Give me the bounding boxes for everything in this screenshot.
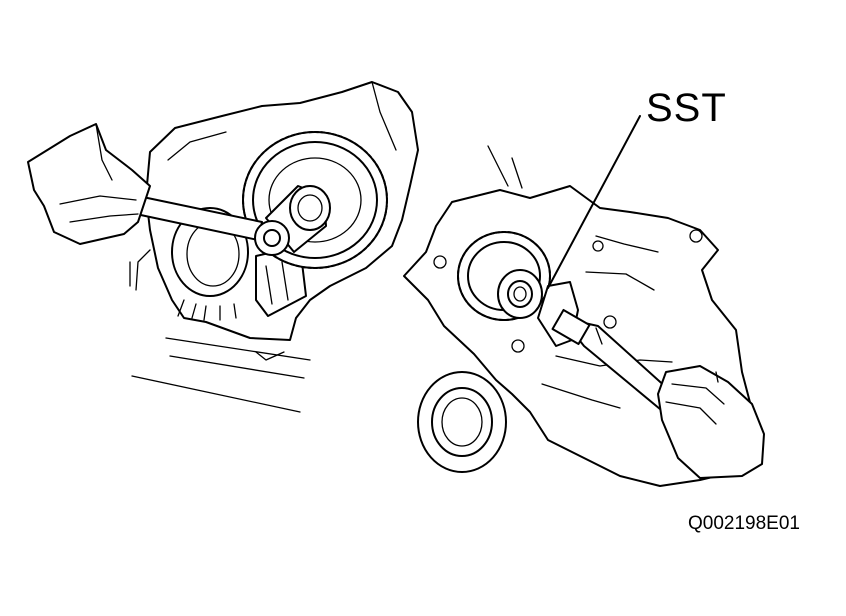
left-hand bbox=[27, 123, 151, 245]
sst-tool bbox=[537, 281, 679, 415]
right-assembly bbox=[403, 115, 765, 487]
sst-callout-label: SST bbox=[646, 86, 727, 130]
right-lower-bearing bbox=[417, 371, 507, 473]
right-hub-nut bbox=[497, 269, 543, 319]
figure-code: Q002198E01 bbox=[688, 513, 800, 534]
sst-leader-line bbox=[547, 115, 641, 289]
left-wrench bbox=[135, 195, 290, 256]
right-hand bbox=[657, 365, 765, 479]
left-assembly bbox=[27, 81, 419, 413]
